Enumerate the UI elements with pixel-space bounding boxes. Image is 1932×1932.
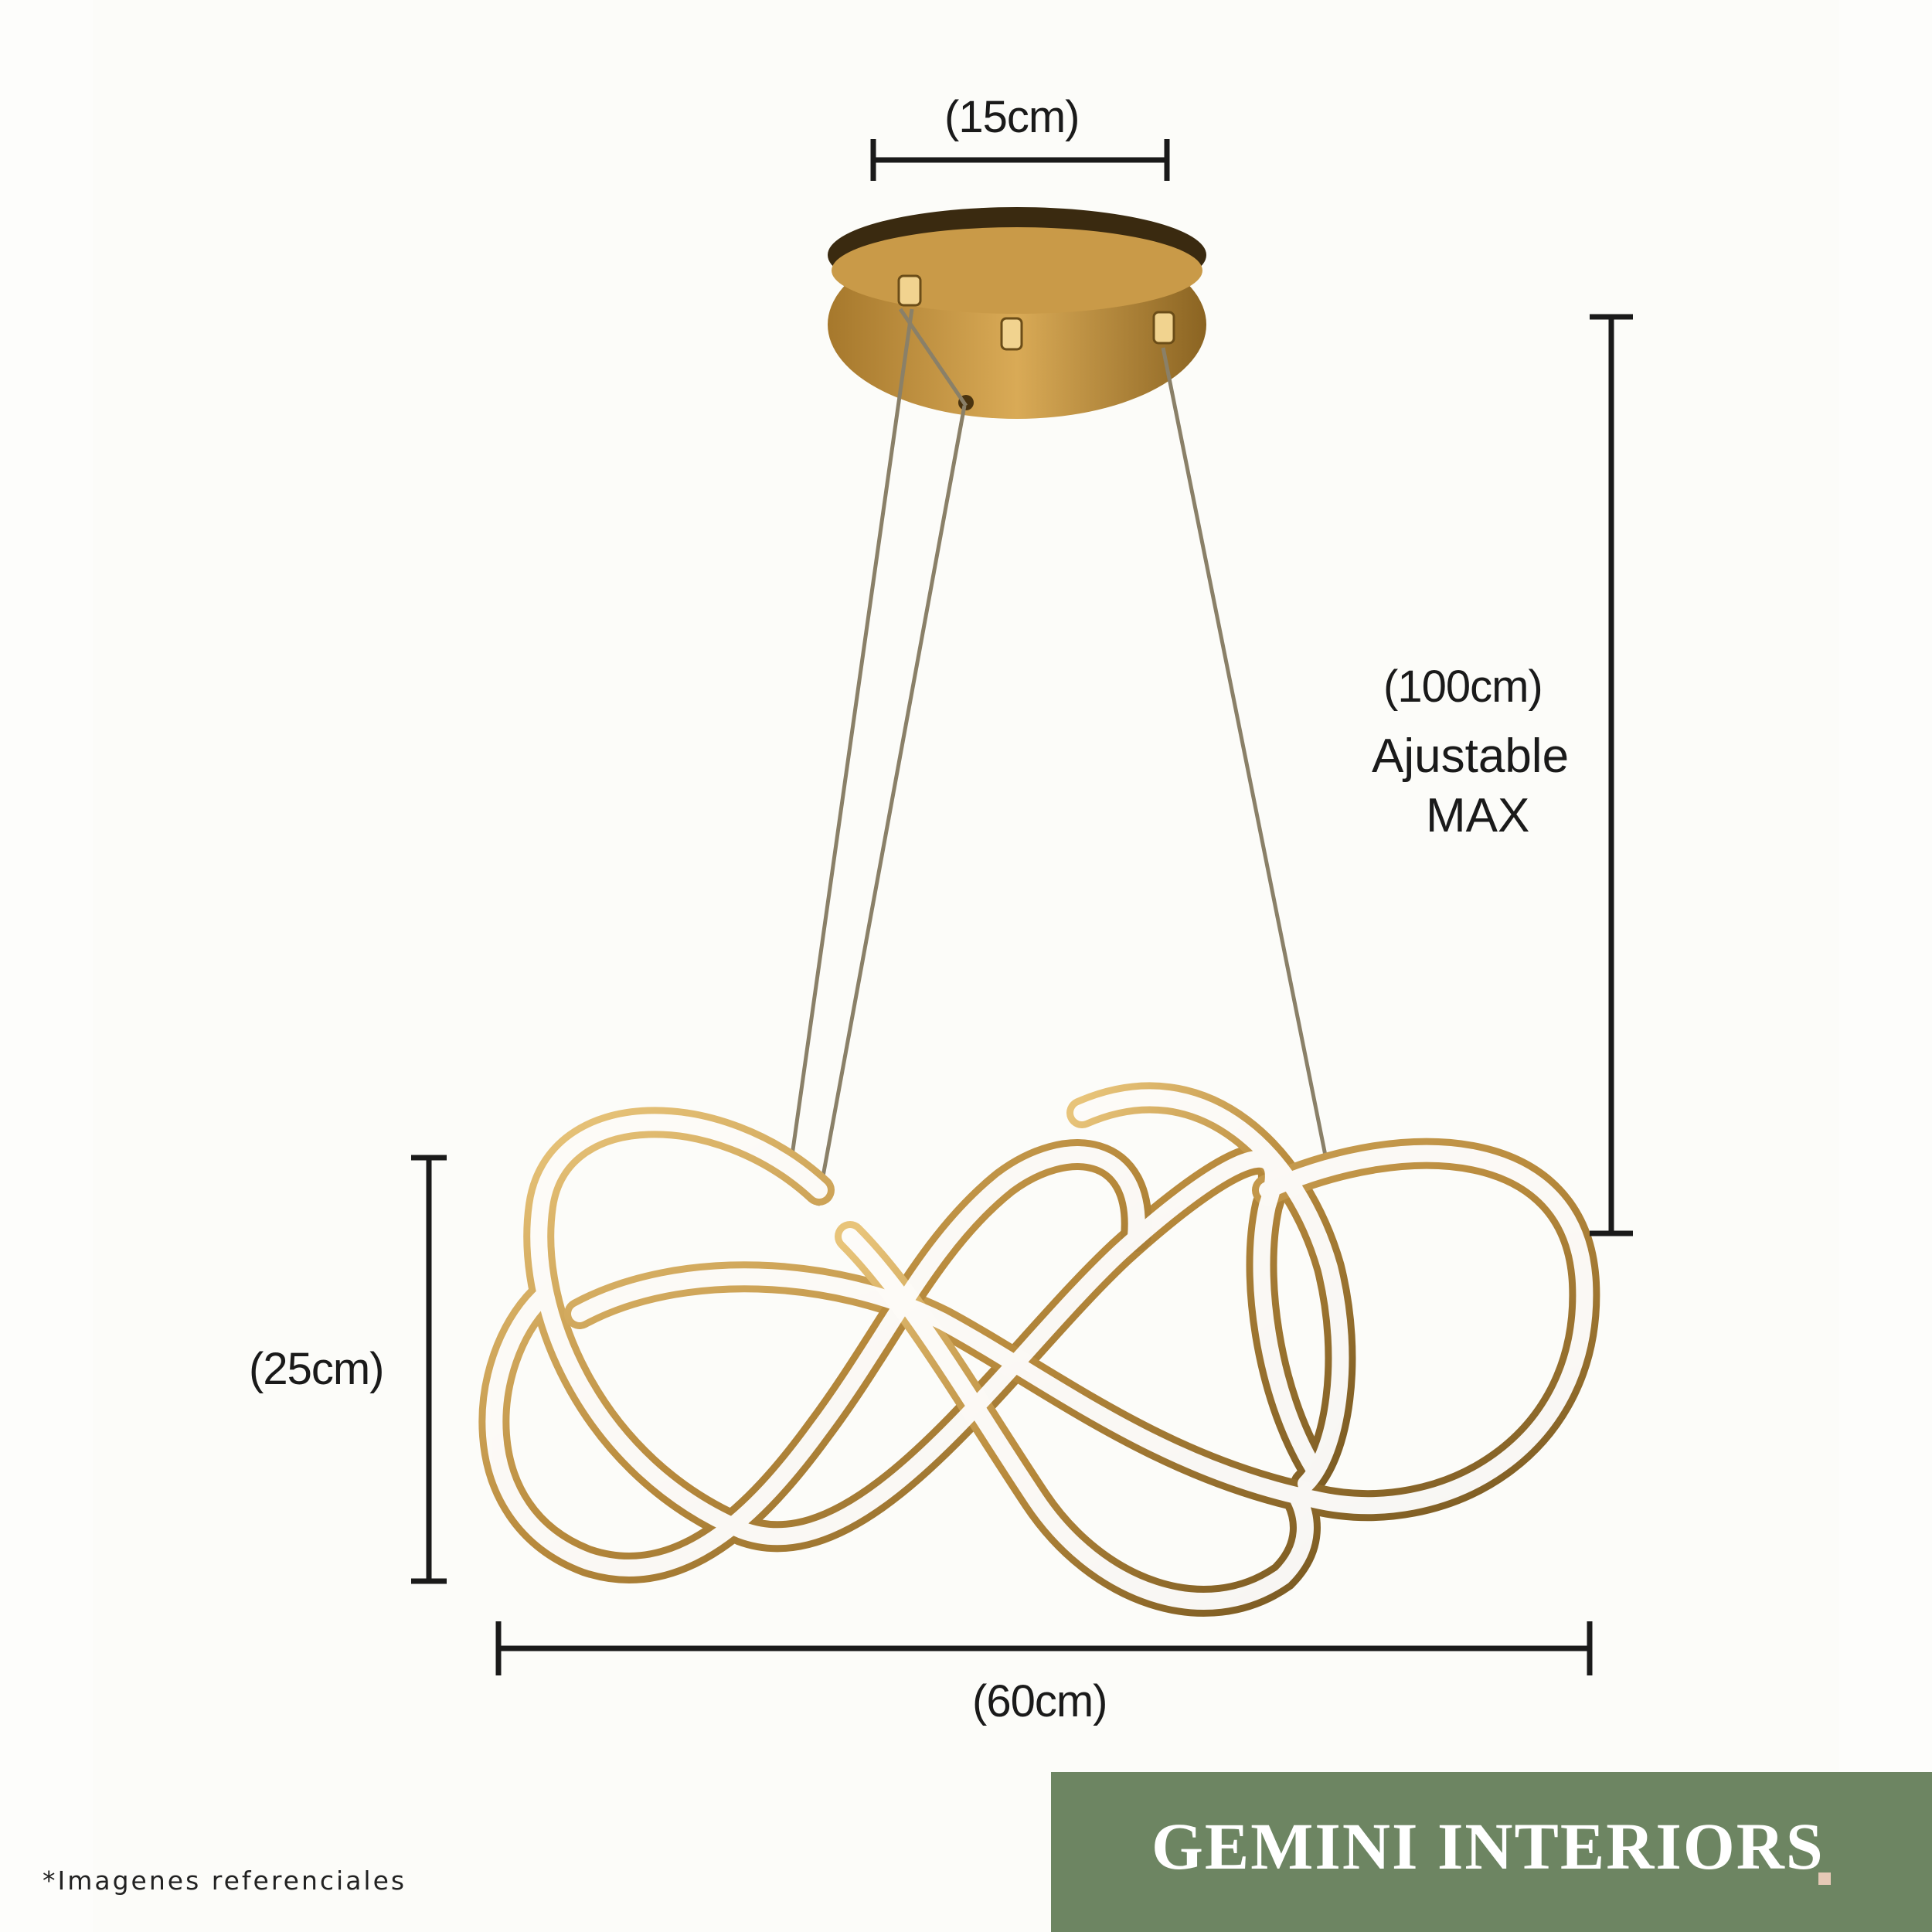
dimension-line-fixture-height [411,1155,447,1584]
dimension-line-canopy [870,139,1170,181]
brand-panel: GEMINI INTERIORS [1051,1772,1932,1932]
dimension-lines [411,139,1633,1675]
suspension-wires [786,308,1328,1206]
drop-height-label: (100cm) [1383,662,1543,712]
fixture-height-label: (25cm) [249,1344,384,1394]
dimension-line-drop [1590,314,1633,1236]
led-ring-fixture [478,1082,1600,1617]
drop-max-label: MAX [1426,789,1530,842]
ceiling-canopy [828,207,1206,419]
disclaimer-text: *Imagenes referenciales [43,1866,407,1896]
brand-dot [1818,1872,1831,1885]
fixture-width-label: (60cm) [972,1676,1107,1726]
dimension-line-fixture-width [495,1621,1593,1675]
drop-adjustable-label: Ajustable [1372,730,1570,783]
canopy-width-label: (15cm) [944,92,1080,142]
brand-name: GEMINI INTERIORS [1151,1809,1825,1883]
